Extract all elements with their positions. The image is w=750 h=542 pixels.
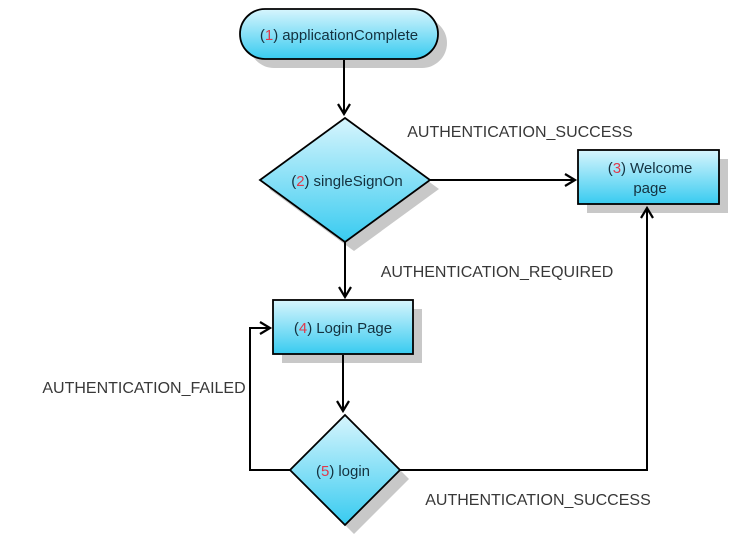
edge-label-authentication-success-top: AUTHENTICATION_SUCCESS	[407, 124, 633, 141]
welcome-page-label: (3)Welcome page	[608, 160, 693, 197]
node-number: 1	[265, 27, 273, 44]
application-complete-shape	[239, 8, 439, 60]
paren-open: (	[316, 463, 321, 480]
login-shape	[288, 413, 402, 527]
login-page-shape	[272, 299, 414, 355]
node-number: 3	[613, 160, 621, 177]
node-label-text: singleSignOn	[314, 173, 403, 190]
node-welcome-page: (3)Welcome page	[577, 149, 720, 205]
edge-label-authentication-failed: AUTHENTICATION_FAILED	[42, 380, 245, 397]
node-number: 5	[321, 463, 329, 480]
node-label-line1: Welcome	[630, 160, 692, 177]
welcome-page-shape	[577, 149, 720, 205]
paren-open: (	[608, 160, 613, 177]
node-single-sign-on: (2)singleSignOn	[258, 116, 432, 244]
paren-open: (	[291, 173, 296, 190]
edge-login-to-welcome-page-success-loop	[400, 205, 654, 471]
node-number: 4	[299, 320, 307, 337]
login-page-label: (4)Login Page	[294, 320, 392, 337]
edge-label-authentication-required: AUTHENTICATION_REQUIRED	[381, 264, 614, 281]
paren-close: )	[307, 320, 312, 337]
node-application-complete: (1)applicationComplete	[239, 8, 439, 60]
paren-close: )	[621, 160, 626, 177]
edge-labels: AUTHENTICATION_SUCCESS AUTHENTICATION_RE…	[42, 124, 650, 509]
login-label: (5)login	[316, 463, 370, 480]
single-sign-on-shape	[258, 116, 432, 244]
edges	[249, 60, 654, 471]
node-login: (5)login	[288, 413, 402, 527]
application-complete-label: (1)applicationComplete	[260, 27, 418, 44]
node-label-text: applicationComplete	[282, 27, 418, 44]
single-sign-on-label: (2)singleSignOn	[291, 173, 403, 190]
paren-close: )	[329, 463, 334, 480]
edge-label-authentication-success-bottom: AUTHENTICATION_SUCCESS	[425, 492, 651, 509]
node-label-text: login	[338, 463, 370, 480]
paren-open: (	[260, 27, 265, 44]
node-label-line2: page	[633, 180, 666, 197]
paren-close: )	[273, 27, 278, 44]
edge-login-to-login-page-failed-loop	[249, 321, 290, 471]
node-label-text: Login Page	[316, 320, 392, 337]
paren-open: (	[294, 320, 299, 337]
node-number: 2	[296, 173, 304, 190]
paren-close: )	[305, 173, 310, 190]
node-login-page: (4)Login Page	[272, 299, 414, 355]
